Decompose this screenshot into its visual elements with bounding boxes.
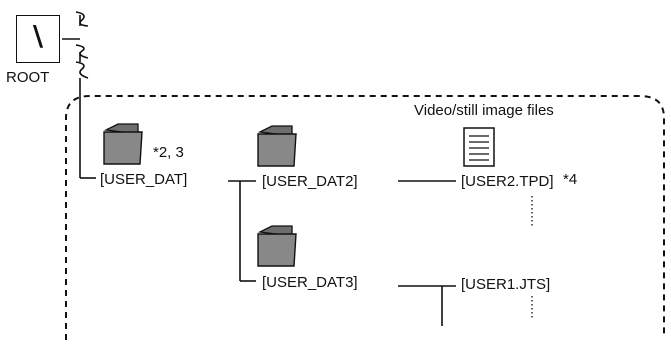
folder-icon	[103, 123, 143, 165]
root-label: ROOT	[6, 69, 50, 86]
user-dat3-label: [USER_DAT3]	[262, 274, 358, 291]
user-dat-note: *2, 3	[153, 144, 184, 161]
user2-tpd-note: *4	[563, 171, 578, 188]
break-mark-bottom	[75, 61, 89, 79]
user2-tpd-label: [USER2.TPD]	[461, 173, 554, 190]
user-dat-label: [USER_DAT]	[100, 171, 188, 188]
user-dat2-label: [USER_DAT2]	[262, 173, 358, 190]
root-symbol: \	[32, 19, 44, 52]
root-directory-box: \	[16, 15, 60, 63]
files-group-label: Video/still image files	[414, 102, 554, 119]
folder-icon	[257, 225, 297, 267]
break-mark-middle	[75, 44, 89, 59]
document-icon	[463, 127, 495, 167]
tree-connectors	[228, 180, 456, 326]
folder-icon	[257, 125, 297, 167]
user1-jts-label: [USER1.JTS]	[461, 276, 551, 293]
root-connector	[62, 11, 96, 179]
break-mark-top	[75, 11, 89, 27]
dashed-boundary	[65, 95, 665, 340]
